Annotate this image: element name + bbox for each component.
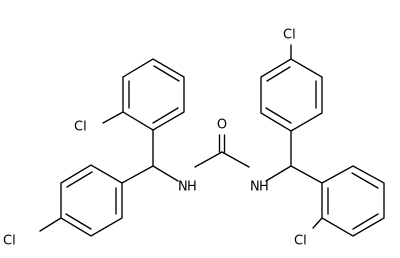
c-cl-bond [102, 111, 124, 124]
c-n-right-bond [221, 151, 250, 168]
ring-inner-bond [265, 107, 292, 124]
ring-inner-bond [351, 172, 379, 189]
chlorine-upper-right-label: Cl [283, 28, 296, 43]
ring-inner-bond [65, 213, 92, 230]
ring-inner-bond [66, 171, 93, 188]
nitrogen-right-label: N [250, 180, 260, 195]
c-n-left-bond [194, 151, 223, 168]
ring-4-chlorophenyl-lower-left [39, 164, 123, 237]
left-methine [121, 129, 179, 184]
urea-core [194, 134, 250, 168]
ring-outline [321, 165, 385, 237]
n-ch-left-bond [152, 165, 179, 182]
ring-inner-bond [266, 66, 291, 82]
ring-inner-bond [152, 107, 179, 124]
ring-4-chlorophenyl-upper-right [260, 44, 323, 132]
c-cl-bond [39, 217, 62, 232]
ring-2-chlorophenyl-upper-left [102, 58, 185, 131]
hydrogen-left-label: H [187, 180, 197, 195]
oxygen-label: O [217, 118, 227, 133]
c-cl-bond [312, 217, 323, 229]
chlorine-lower-left-label: Cl [3, 234, 16, 249]
chlorine-lower-right-label: Cl [294, 234, 307, 249]
ring-inner-bond [153, 65, 180, 82]
ring-outline [260, 58, 323, 132]
ring-2-chlorophenyl-lower-right [312, 165, 385, 237]
ch-to-4-chlorophenyl-bond [121, 165, 154, 184]
chlorine-upper-left-label: Cl [74, 120, 87, 135]
right-methine [265, 130, 323, 184]
ring-outline [60, 164, 123, 237]
ch-to-2-chlorophenyl-bond [290, 165, 323, 184]
nitrogen-left-label: N [178, 180, 188, 195]
ring-inner-bond [352, 213, 379, 230]
n-ch-right-bond [265, 165, 292, 182]
hydrogen-right-label: H [259, 180, 269, 195]
ring-outline [122, 58, 185, 131]
